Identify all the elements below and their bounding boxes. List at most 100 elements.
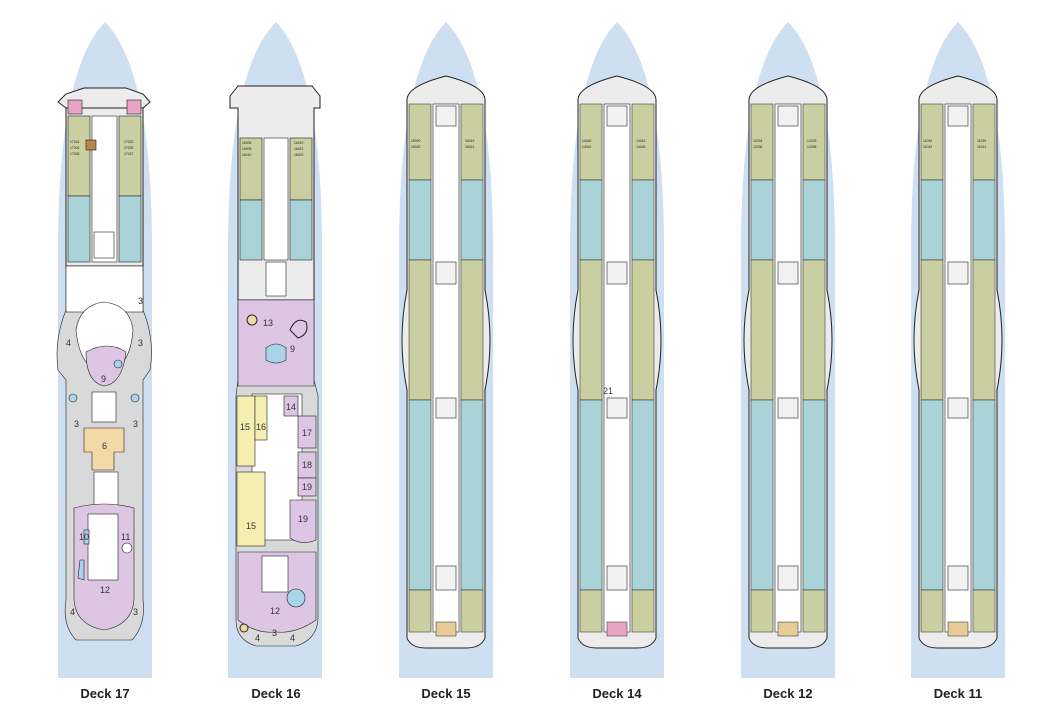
deck-12-cabins-stbd [802, 179, 826, 261]
deck-15-cabins-stbd [460, 399, 484, 591]
deck-11-cabins-port [920, 259, 944, 401]
deck-16-label: Deck 16 [251, 686, 300, 701]
deck-16-restaurant-16 [254, 395, 268, 441]
deck-15-cabins-port [408, 259, 432, 401]
deck-17-jacuzzi-port [68, 393, 78, 403]
zone-number: 3 [133, 419, 138, 429]
deck-15-cabins-port [408, 589, 432, 633]
deck-12-stair-core [777, 261, 799, 285]
deck-14-cabins-port [579, 399, 603, 591]
deck-15-cabins-port [408, 399, 432, 591]
zone-number: 4 [255, 633, 260, 643]
deck-17-lilac-lounge [85, 345, 127, 387]
zone-number: 12 [270, 606, 280, 616]
zone-number: 13 [263, 318, 273, 328]
deck-11-cabin-label: 11040 [923, 139, 932, 143]
deck-17-cabin-label: 17026 [70, 146, 80, 150]
zone-number: 11 [121, 532, 130, 542]
deck-11-cabins-stbd [972, 589, 996, 633]
deck-12-cabins-stbd [802, 259, 826, 401]
deck-16-cabin-label: 16006 [242, 141, 252, 145]
deck-17-plan[interactable]: 17024 17026 17028 17023 17025 17027 4 3 … [56, 22, 152, 701]
deck-14-cabins-stbd [631, 259, 655, 401]
deck-12-cabin-label: 12035 [807, 145, 817, 149]
deck-11-cabins-stbd [972, 179, 996, 261]
deck-17-whirlpool [113, 359, 123, 369]
deck-16-cabins-port-teal [239, 199, 263, 261]
zone-number: 3 [138, 338, 143, 348]
deck-12-cabin-label: 12033 [807, 139, 817, 143]
deck-17-bar-6 [83, 427, 125, 471]
deck-16-area-17 [297, 415, 317, 449]
deck-14-label: Deck 14 [592, 686, 642, 701]
deck-11-corridor [944, 103, 972, 633]
deck-15-cabins-stbd [460, 589, 484, 633]
zone-number: 10 [79, 532, 89, 542]
deck-17-cabin-label: 17024 [70, 140, 80, 144]
zone-number: 9 [101, 374, 106, 384]
deck-12-corridor [774, 103, 802, 633]
zone-number: 4 [70, 607, 75, 617]
zone-number: 21 [603, 386, 613, 396]
deck-16-cabins-stbd-teal [289, 199, 313, 261]
deck-12-cabin-label: 12034 [753, 139, 763, 143]
zone-number: 9 [290, 344, 295, 354]
deck-17-pool-white [87, 513, 119, 581]
deck-17-cabin-block [57, 87, 151, 267]
deck-17-cabins-port-teal [67, 195, 91, 263]
deck-17-pool-10 [83, 529, 90, 545]
deck-14-cabins-stbd [631, 589, 655, 633]
deck-16-corridor [263, 137, 289, 261]
deck-12-label: Deck 12 [763, 686, 812, 701]
zone-number: 15 [240, 422, 250, 432]
deck-17-hot-tub-11 [121, 542, 133, 554]
deck-16-pool-aqua [286, 588, 306, 608]
deck-15-stair-core [435, 397, 457, 419]
deck-17-cabin-label: 17027 [124, 152, 134, 156]
deck-15-corridor [432, 103, 460, 633]
zone-number: 3 [138, 296, 143, 306]
deck-15-cabin-label: 15022 [411, 145, 421, 149]
deck-16-area-19a [297, 477, 317, 497]
deck-12-cabins-stbd [802, 399, 826, 591]
deck-15-cabins-stbd [460, 259, 484, 401]
zone-number: 16 [256, 422, 266, 432]
deck-16-plan[interactable]: 16006 16008 16010 16019 16021 16023 13 9… [228, 22, 322, 701]
deck-11-cabins-port [920, 399, 944, 591]
deck-16-cabin-label: 16023 [294, 153, 304, 157]
deck-12-stair-core [777, 397, 799, 419]
deck-14-stair-core [606, 565, 628, 591]
deck-16-cabin-label: 16021 [294, 147, 304, 151]
deck-14-cabins-port [579, 589, 603, 633]
zone-number: 3 [133, 607, 138, 617]
deck-14-cabins-stbd [631, 179, 655, 261]
deck-16-stair-core-2 [261, 555, 289, 593]
deck-17-cabins-port [67, 115, 91, 197]
zone-number: 17 [302, 428, 312, 438]
deck-17-stair-core [93, 231, 115, 259]
deck-17-label: Deck 17 [80, 686, 129, 701]
deck-15-cabins-port [408, 179, 432, 261]
deck-12-cabins-port [750, 589, 774, 633]
zone-number: 15 [246, 521, 256, 531]
deck-14-corridor [603, 103, 631, 633]
zone-number: 18 [302, 460, 312, 470]
deck-17-walkway [77, 559, 85, 581]
deck-17-cabin-label: 17028 [70, 152, 80, 156]
deck-15-cabin-label: 15020 [411, 139, 421, 143]
deck-16-area-19b [289, 499, 317, 543]
deck-14-stair-core [606, 261, 628, 285]
zone-number: 3 [74, 419, 79, 429]
deck-15-cabins-stbd [460, 179, 484, 261]
deck-17-stair-core-2 [91, 391, 117, 423]
deck-15-cabin-label: 15021 [465, 145, 475, 149]
deck-12-stair-core [777, 565, 799, 591]
deck-16-cabin-label: 16008 [242, 147, 252, 151]
deck-11-stair-core [947, 565, 969, 591]
zone-number: 6 [102, 441, 107, 451]
deck-11-cabins-stbd [972, 259, 996, 401]
